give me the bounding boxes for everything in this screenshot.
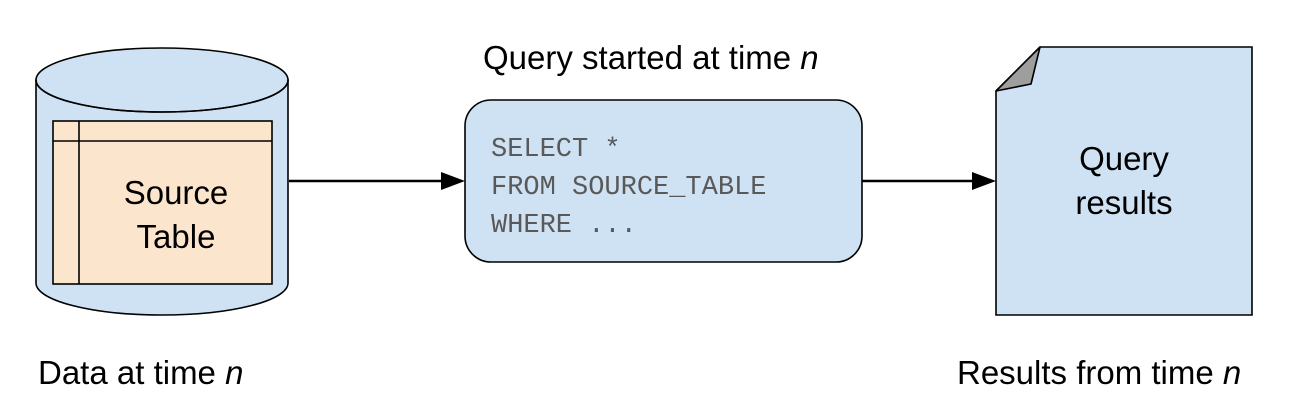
sql-line-3: WHERE ... (491, 211, 637, 241)
sql-line-2: FROM SOURCE_TABLE (491, 173, 766, 203)
arrowhead-icon (972, 172, 996, 190)
sql-line-1: SELECT * (491, 135, 621, 165)
query-caption-text: Query started at time (483, 39, 800, 76)
data-caption-text: Data at time (38, 354, 225, 391)
data-caption: Data at time n (38, 354, 243, 391)
results-label-line2: results (1075, 184, 1172, 221)
results-caption-var: n (1223, 354, 1241, 391)
source-table: Source Table (52, 120, 273, 285)
results-label-line1: Query (1079, 140, 1169, 177)
table-rect (52, 120, 273, 285)
arrowhead-icon (441, 172, 465, 190)
query-box: SELECT * FROM SOURCE_TABLE WHERE ... (464, 99, 863, 263)
results-caption: Results from time n (957, 354, 1241, 391)
results-document: Query results (995, 46, 1253, 316)
results-caption-text: Results from time (957, 354, 1223, 391)
document-page (995, 46, 1253, 316)
arrow-to-query (289, 172, 465, 190)
source-table-label-line2: Table (137, 218, 216, 255)
source-table-label-line1: Source (124, 174, 229, 211)
query-caption-var: n (800, 39, 818, 76)
data-caption-var: n (225, 354, 243, 391)
query-caption: Query started at time n (483, 39, 819, 76)
arrow-to-results (862, 172, 996, 190)
folded-corner-icon (995, 46, 1041, 92)
cylinder-rim (35, 79, 289, 113)
